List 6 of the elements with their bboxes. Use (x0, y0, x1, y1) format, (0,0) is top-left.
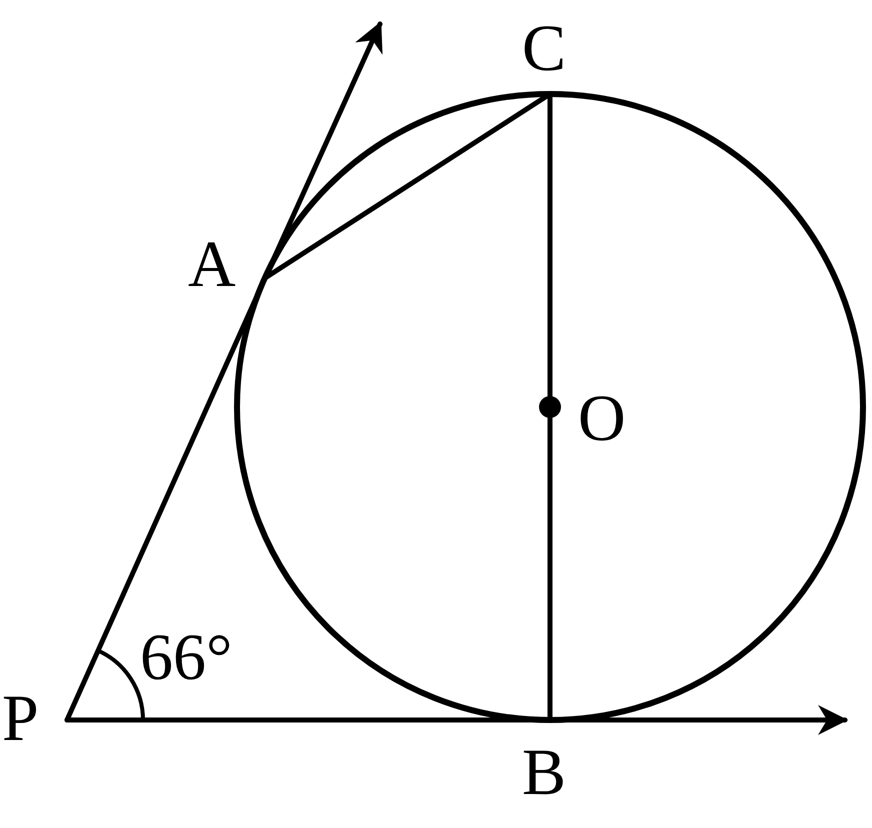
point-label: O (578, 382, 626, 455)
angle-label: 66° (140, 625, 232, 691)
point-label: P (2, 686, 39, 752)
point-label: B (522, 740, 566, 806)
point-label: C (522, 16, 566, 82)
point-label: A (188, 232, 236, 298)
